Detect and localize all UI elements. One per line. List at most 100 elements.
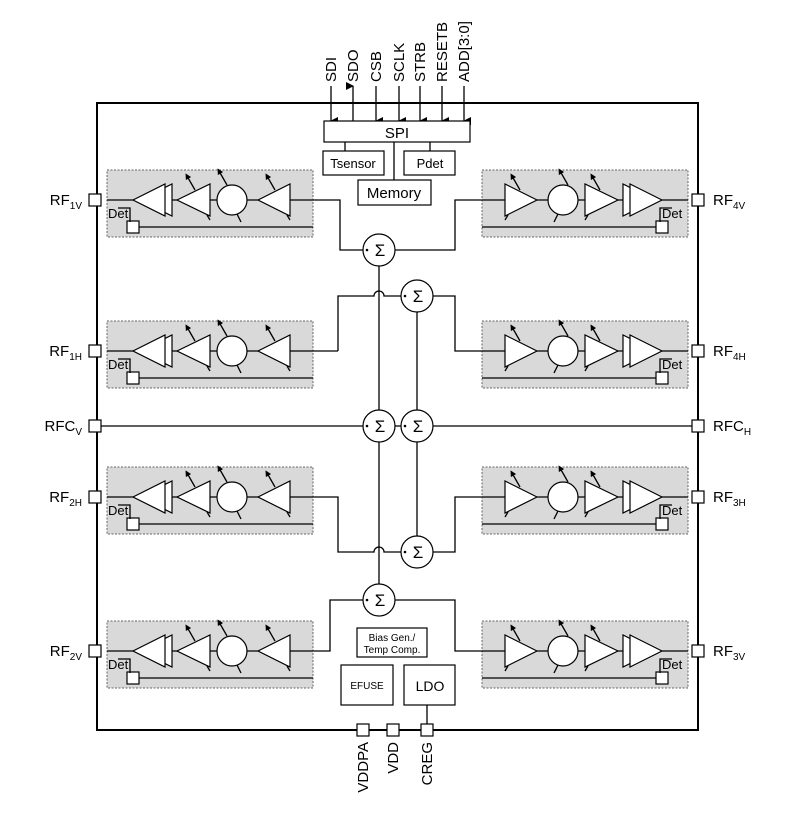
det-bracket (118, 658, 131, 673)
control-arrow-icon (217, 168, 228, 186)
amplifier-icon (504, 634, 539, 668)
tick (206, 665, 211, 672)
tsensor-block (322, 150, 385, 176)
phase-shifter-icon (216, 335, 248, 367)
det-label: Det (108, 503, 129, 518)
rf-port-pad (88, 344, 102, 358)
det-bracket (659, 358, 672, 373)
switch-amp-icon (629, 634, 664, 668)
tick (584, 511, 589, 518)
spi-pin-label-add30: ADD[3:0] (456, 21, 473, 82)
bottom-pin-label-vddpa: VDDPA (355, 742, 372, 793)
wire (236, 664, 242, 674)
wire (236, 510, 242, 520)
amplifier-icon (175, 334, 211, 368)
wire (433, 295, 482, 352)
control-arrow-icon (590, 324, 601, 342)
tick (206, 214, 211, 221)
switch-amp-icon (629, 183, 664, 217)
bottom-pin-pad (420, 723, 434, 737)
sum-symbol: Σ (413, 417, 424, 436)
det-label: Det (662, 357, 683, 372)
amplifier-icon (504, 334, 539, 368)
sum-symbol: Σ (375, 417, 386, 436)
control-arrow-icon (265, 324, 276, 342)
bottom-pin-pad (386, 723, 400, 737)
control-arrow-icon (265, 624, 276, 642)
det-label: Det (662, 657, 683, 672)
control-arrow-icon (510, 624, 521, 642)
detector-pad (655, 371, 669, 385)
spi-pin-label-sdo: SDO (345, 49, 362, 82)
rf-port-label-rf3v: RF3V (713, 643, 746, 663)
rf-port-label-rf3h: RF3H (713, 489, 746, 509)
wire (395, 199, 482, 251)
amplifier-icon (504, 480, 539, 514)
tick (286, 511, 291, 518)
detector-pad (126, 220, 140, 234)
rf-port-label-rf1v: RF1V (50, 192, 83, 212)
amplifier-icon (175, 183, 211, 217)
combiner-sum-icon (400, 279, 434, 313)
wire (395, 599, 482, 652)
rf-port-label-rf4h: RF4H (713, 343, 746, 363)
wire (236, 364, 242, 374)
rf-port-label-rf2h: RF2H (49, 489, 82, 509)
dot (403, 424, 407, 428)
tick (286, 365, 291, 372)
rf-port-label-rf4v: RF4V (713, 192, 746, 212)
combiner-sum-icon (362, 233, 396, 267)
control-arrow-icon (590, 470, 601, 488)
phase-shifter-icon (547, 335, 579, 367)
control-arrow-icon (558, 465, 569, 483)
rf-port-label-rf1h: RF1H (49, 343, 82, 363)
det-label: Det (108, 357, 129, 372)
tick (504, 214, 509, 221)
combiner-sum-icon (362, 409, 396, 443)
det-bracket (118, 504, 131, 519)
detector-pad (655, 517, 669, 531)
efuse-label: EFUSE (350, 681, 384, 692)
control-arrow-icon (590, 173, 601, 191)
spi-pin-label-resetb: RESETB (434, 22, 451, 82)
wire (313, 599, 363, 652)
control-arrow-icon (558, 168, 569, 186)
phase-shifter-icon (216, 184, 248, 216)
control-arrow-icon (185, 173, 196, 191)
rf-port-pad (691, 193, 705, 207)
bottom-pin-pad (356, 723, 370, 737)
switch-amp-icon (131, 183, 166, 217)
switch-amp-icon (629, 334, 664, 368)
dot (403, 550, 407, 554)
phase-shifter-icon (547, 481, 579, 513)
tick (504, 511, 509, 518)
control-arrow-icon (217, 465, 228, 483)
detector-pad (126, 517, 140, 531)
spi-label: SPI (385, 125, 409, 142)
ldo-block (403, 664, 456, 706)
control-arrow-icon (217, 619, 228, 637)
rfc-h-pad (691, 419, 705, 433)
dot (365, 598, 369, 602)
bias-gen-block (356, 627, 428, 658)
wire (313, 496, 401, 553)
amplifier-icon (256, 334, 291, 368)
spi-pin-label-strb: STRB (412, 42, 429, 82)
wire (553, 213, 559, 223)
det-bracket (659, 658, 672, 673)
wire (433, 496, 482, 553)
bias-gen-label: Bias Gen./ (369, 633, 416, 644)
amplifier-icon (256, 183, 291, 217)
amplifier-icon (584, 334, 620, 368)
tick (584, 214, 589, 221)
det-label: Det (108, 657, 129, 672)
control-arrow-icon (510, 173, 521, 191)
sum-symbol: Σ (375, 241, 386, 260)
wire (313, 199, 363, 251)
control-arrow-icon (510, 324, 521, 342)
sum-symbol: Σ (413, 287, 424, 306)
control-arrow-icon (265, 173, 276, 191)
phase-shifter-icon (216, 635, 248, 667)
spi-pin-label-sclk: SCLK (391, 43, 408, 82)
memory-label: Memory (367, 185, 422, 202)
